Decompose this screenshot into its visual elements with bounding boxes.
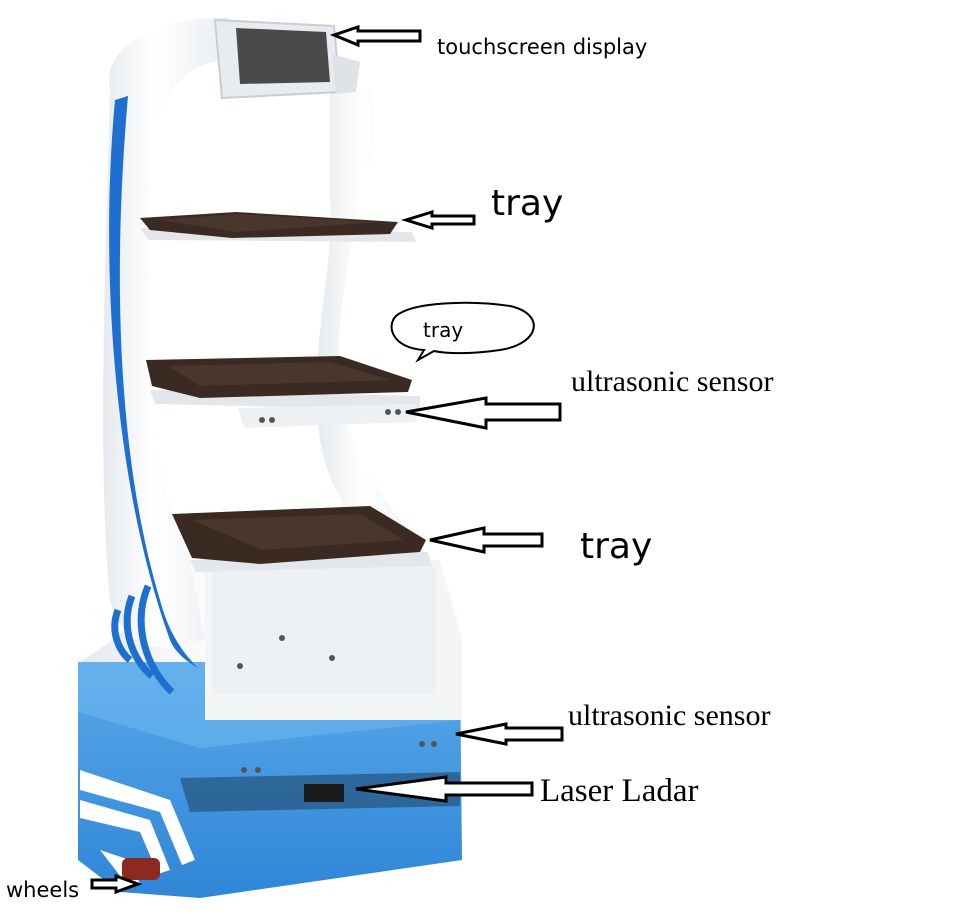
arrow-ultrasonic-lower xyxy=(455,722,564,746)
arrow-tray-bottom xyxy=(429,526,544,554)
touchscreen-device xyxy=(213,18,360,100)
arrow-laser xyxy=(355,775,534,803)
label-tray-bottom: tray xyxy=(580,526,653,567)
robot-wheel xyxy=(122,858,160,880)
tray-2 xyxy=(146,356,420,428)
label-tray-top: tray xyxy=(491,183,564,224)
tray-1 xyxy=(140,212,416,242)
tray-3 xyxy=(172,506,432,572)
label-ultrasonic-sensor-lower: ultrasonic sensor xyxy=(568,699,771,732)
laser-ladar-sensor xyxy=(304,784,344,802)
label-wheels: wheels xyxy=(6,878,80,902)
arrow-ultrasonic-upper xyxy=(405,396,562,430)
tray-speech-bubble xyxy=(390,301,535,363)
label-touchscreen-display: touchscreen display xyxy=(437,35,648,59)
robot-body xyxy=(80,18,462,720)
arrow-tray-top xyxy=(400,209,476,231)
arrow-touchscreen xyxy=(329,24,422,48)
arrow-wheels xyxy=(90,873,143,895)
label-tray-bubble: tray xyxy=(423,318,464,342)
label-ultrasonic-sensor-upper: ultrasonic sensor xyxy=(571,365,774,398)
label-laser-ladar: Laser Ladar xyxy=(540,773,699,809)
